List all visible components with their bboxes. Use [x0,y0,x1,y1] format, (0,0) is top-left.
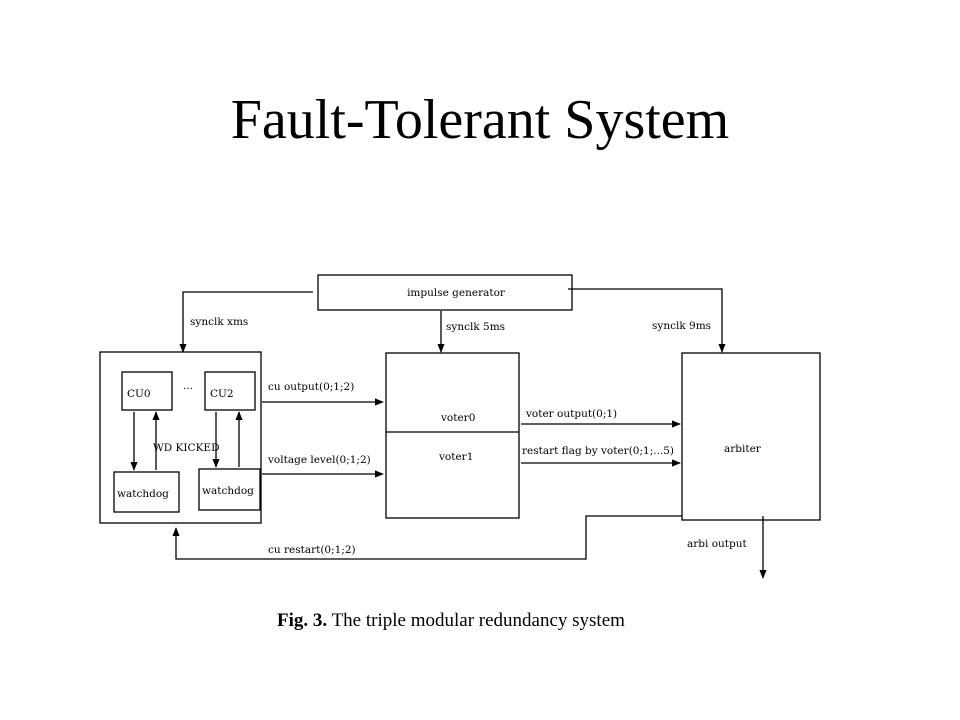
cu-restart-arrow [172,515,682,560]
voter1-label: voter1 [438,451,473,463]
voter0-label: voter0 [440,412,475,424]
caption-text: The triple modular redundancy system [332,610,626,631]
cu0-label: CU0 [127,388,151,400]
ellipsis-label: ... [183,380,193,392]
watchdog-right-box [198,468,261,511]
synclk-5ms-label: synclk 5ms [446,321,505,333]
cu2-box [204,371,256,411]
impulse-generator-label: impulse generator [407,287,506,299]
synclk-9ms-arrow [568,288,726,353]
voltage-level-label: voltage level(0;1;2) [267,454,371,466]
arbi-output-label: arbi output [687,538,747,550]
synclk-xms-label: synclk xms [190,316,248,328]
arbiter-label: arbiter [724,443,762,455]
figure-caption: Fig. 3. The triple modular redundancy sy… [277,610,625,631]
synclk-9ms-label: synclk 9ms [652,320,711,332]
impulse-generator-box [317,274,573,311]
voter-box [385,352,520,519]
caption-label: Fig. 3. [277,610,327,631]
wd-kicked-label: WD KICKED [153,442,220,454]
synclk-xms-arrow [179,291,313,353]
arbiter-box [681,352,821,521]
watchdog-right-label: watchdog [202,485,254,497]
voter-output-label: voter output(0;1) [525,408,617,420]
watchdog-left-box [113,471,180,513]
restart-flag-label: restart flag by voter(0;1;...5) [522,445,674,457]
cu-restart-label: cu restart(0;1;2) [268,544,356,556]
watchdog-left-label: watchdog [117,488,169,500]
cu2-label: CU2 [210,388,234,400]
cu-output-label: cu output(0;1;2) [268,381,354,393]
cu0-box [121,371,173,411]
slide-title: Fault-Tolerant System [230,89,730,151]
